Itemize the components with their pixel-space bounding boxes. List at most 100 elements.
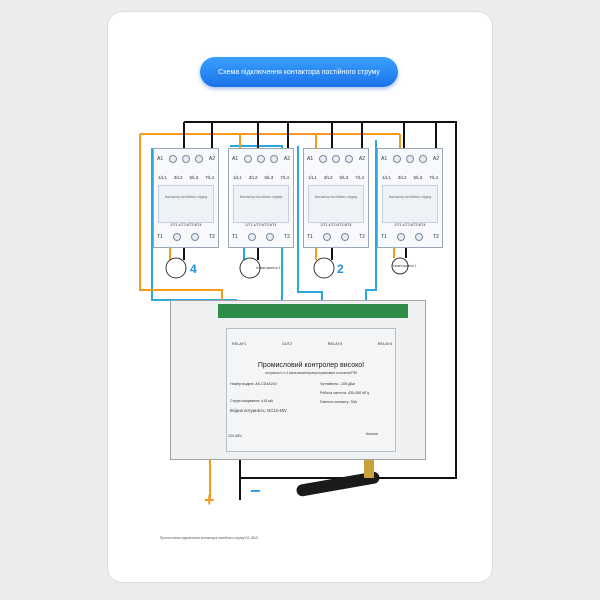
- load-3: [313, 257, 335, 279]
- load-label-1: Навантаження 1: [392, 264, 417, 268]
- a1-label: A1: [232, 156, 239, 162]
- screw-terminal: [392, 155, 401, 163]
- contactor-top-terminals: A1 A2: [307, 153, 365, 165]
- a2-label: A2: [358, 156, 365, 162]
- screw-terminal: [168, 155, 177, 163]
- a1-label: A1: [381, 156, 388, 162]
- spec-sensitivity: Чутливість: -105 дБм: [320, 382, 356, 386]
- contactor-text: Контактор постійного струму: [164, 195, 208, 199]
- top-pin-labels: 1/L1 3/L2 5/L3 7/L4: [158, 175, 214, 180]
- controller-title: Промисловий контролер високої: [257, 362, 365, 369]
- screw-terminal: [266, 233, 275, 241]
- t1-label: T1: [157, 234, 163, 240]
- load-number-4: 4: [190, 262, 197, 276]
- screw-terminal: [257, 155, 265, 163]
- pin-label: 7/L4: [205, 175, 214, 180]
- contactor-text: Контактор постійного струму: [314, 195, 358, 199]
- t2-label: T2: [359, 234, 365, 240]
- a1-label: A1: [307, 156, 314, 162]
- contactor-window: [158, 185, 214, 223]
- minus-sign: −: [250, 481, 261, 501]
- contactor-2: A1 A2 1/L1 3/L2 5/L3 7/L4 Контактор постійн…: [228, 148, 294, 248]
- screw-terminal: [406, 155, 414, 163]
- screw-terminal: [247, 233, 256, 241]
- output-label: RELAY1: [232, 342, 247, 346]
- load-4: [391, 257, 409, 275]
- screw-terminal: [396, 233, 405, 241]
- power-label: 12V-48V: [228, 434, 242, 438]
- screw-terminal: [332, 155, 340, 163]
- t1-label: T1: [232, 234, 238, 240]
- antenna: [296, 471, 380, 497]
- load-number-2: 2: [337, 262, 344, 276]
- screw-terminal: [270, 155, 279, 163]
- screw-terminal: [182, 155, 190, 163]
- title-text: Схема підключення контактора постійного …: [218, 68, 380, 76]
- contactor-window: [382, 185, 438, 223]
- output-label: OUT2: [281, 342, 293, 346]
- controller-terminal-strip: [218, 304, 408, 318]
- spec-standby: Струм очікування: ≤15 мА: [230, 399, 274, 403]
- contactor-text: Контактор постійного струму: [388, 195, 432, 199]
- a2-label: A2: [432, 156, 439, 162]
- screw-terminal: [419, 155, 428, 163]
- plus-sign: +: [204, 490, 215, 510]
- load-label-3: Навантаження 3: [256, 266, 281, 270]
- t2-label: T2: [433, 234, 439, 240]
- contactor-top-terminals: A1 A2: [232, 153, 290, 165]
- spec-power: Вхідна потужність: DC12-48V: [230, 408, 287, 413]
- screw-terminal: [322, 233, 331, 241]
- controller-subtitle: потужності з 4 каналами/перепрограмовані…: [264, 371, 358, 375]
- contactor-text: Контактор постійного струму: [239, 195, 283, 199]
- screw-terminal: [195, 155, 204, 163]
- contactor-3: A1 A2 1/L1 3/L2 5/L3 7/L4 Контактор постійн…: [303, 148, 369, 248]
- pin-label: 3/L2: [248, 175, 258, 180]
- load-2: [239, 257, 261, 279]
- pin-label: 1/L1: [158, 175, 167, 180]
- screw-terminal: [341, 233, 350, 241]
- load-1: [165, 257, 187, 279]
- pin-label: 3/L2: [173, 175, 183, 180]
- title-banner: Схема підключення контактора постійного …: [200, 57, 398, 87]
- t2-label: T2: [209, 234, 215, 240]
- pin-label: 1/L1: [308, 175, 317, 180]
- pin-label: 7/L4: [280, 175, 289, 180]
- antenna-connector: [364, 456, 374, 478]
- contactor-window: [233, 185, 289, 223]
- pin-label: 3/L2: [397, 175, 407, 180]
- spec-model: Номер моделі: АК-СD4А24V: [230, 382, 277, 386]
- button-label: Кнопка: [366, 432, 378, 436]
- pin-label: 1/L1: [382, 175, 391, 180]
- output-label: RELAY3: [327, 342, 343, 346]
- screw-terminal: [172, 233, 181, 241]
- screw-terminal: [191, 233, 200, 241]
- contactor-window: [308, 185, 364, 223]
- pin-label: 5/L3: [339, 175, 349, 180]
- output-label: RELAY4: [377, 342, 392, 346]
- pin-label: 5/L3: [189, 175, 199, 180]
- pin-label: 1/L1: [233, 175, 242, 180]
- a2-label: A2: [208, 156, 215, 162]
- screw-terminal: [415, 233, 424, 241]
- pin-label: 5/L3: [264, 175, 274, 180]
- bottom-pin-labels: 2/T1 4/T2 6/T3 8/T4: [245, 223, 277, 227]
- contactor-bottom-terminals: T1 T2: [157, 231, 215, 243]
- controller-face: [226, 328, 396, 452]
- pin-label: 7/L4: [429, 175, 438, 180]
- blue-feed-2: [230, 145, 283, 312]
- bottom-pin-labels: 2/T1 4/T2 6/T3 8/T4: [320, 223, 352, 227]
- screw-terminal: [243, 155, 252, 163]
- bottom-pin-labels: 2/T1 4/T2 6/T3 8/T4: [394, 223, 426, 227]
- bottom-pin-labels: 2/T1 4/T2 6/T3 8/T4: [170, 223, 202, 227]
- a2-label: A2: [283, 156, 290, 162]
- contactor-bottom-terminals: T1 T2: [232, 231, 290, 243]
- caption: Проста схема підключення контактора пост…: [160, 536, 258, 540]
- spec-contact: Ємність контакту: 30A: [320, 400, 357, 404]
- pin-label: 3/L2: [323, 175, 333, 180]
- t2-label: T2: [284, 234, 290, 240]
- pin-label: 7/L4: [355, 175, 364, 180]
- output-row: RELAY1 OUT2 RELAY3 RELAY4: [232, 342, 392, 346]
- top-pin-labels: 1/L1 3/L2 5/L3 7/L4: [233, 175, 289, 180]
